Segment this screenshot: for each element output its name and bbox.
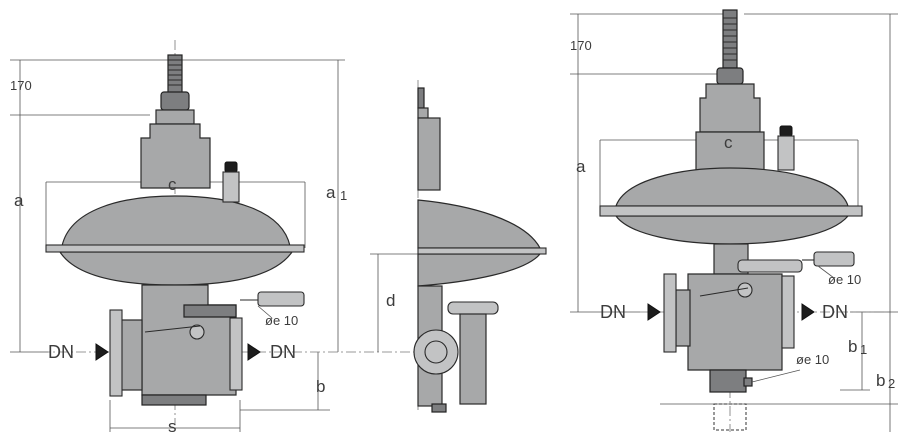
dim-b2-subscript: 2 xyxy=(888,376,895,391)
dim-170-right: 170 xyxy=(570,38,592,53)
dn-outlet-left: DN xyxy=(270,342,296,362)
dn-inlet-left: DN xyxy=(48,342,74,362)
dn-inlet-right: DN xyxy=(600,302,626,322)
left-front-view xyxy=(10,40,430,432)
dim-a1-subscript: 1 xyxy=(340,188,347,203)
dn-outlet-right: DN xyxy=(822,302,848,322)
tube-diameter-right-top: øe 10 xyxy=(828,272,861,287)
dim-b2-label: b xyxy=(876,371,885,390)
dim-c-right: c xyxy=(724,133,733,152)
middle-side-view xyxy=(370,80,547,413)
dim-d: d xyxy=(386,291,395,310)
dim-170-left: 170 xyxy=(10,78,32,93)
dim-a1-label: a xyxy=(326,183,336,202)
dim-b1-subscript: 1 xyxy=(860,342,867,357)
dim-a-left: a xyxy=(14,191,24,210)
dim-b-left: b xyxy=(316,377,325,396)
right-front-view xyxy=(257,9,898,432)
dim-c-left: c xyxy=(168,175,177,194)
dim-s: s xyxy=(168,417,177,433)
tube-diameter-left: øe 10 xyxy=(265,313,298,328)
dim-a-right: a xyxy=(576,157,586,176)
dim-b1-label: b xyxy=(848,337,857,356)
tube-diameter-right-bottom: øe 10 xyxy=(796,352,829,367)
